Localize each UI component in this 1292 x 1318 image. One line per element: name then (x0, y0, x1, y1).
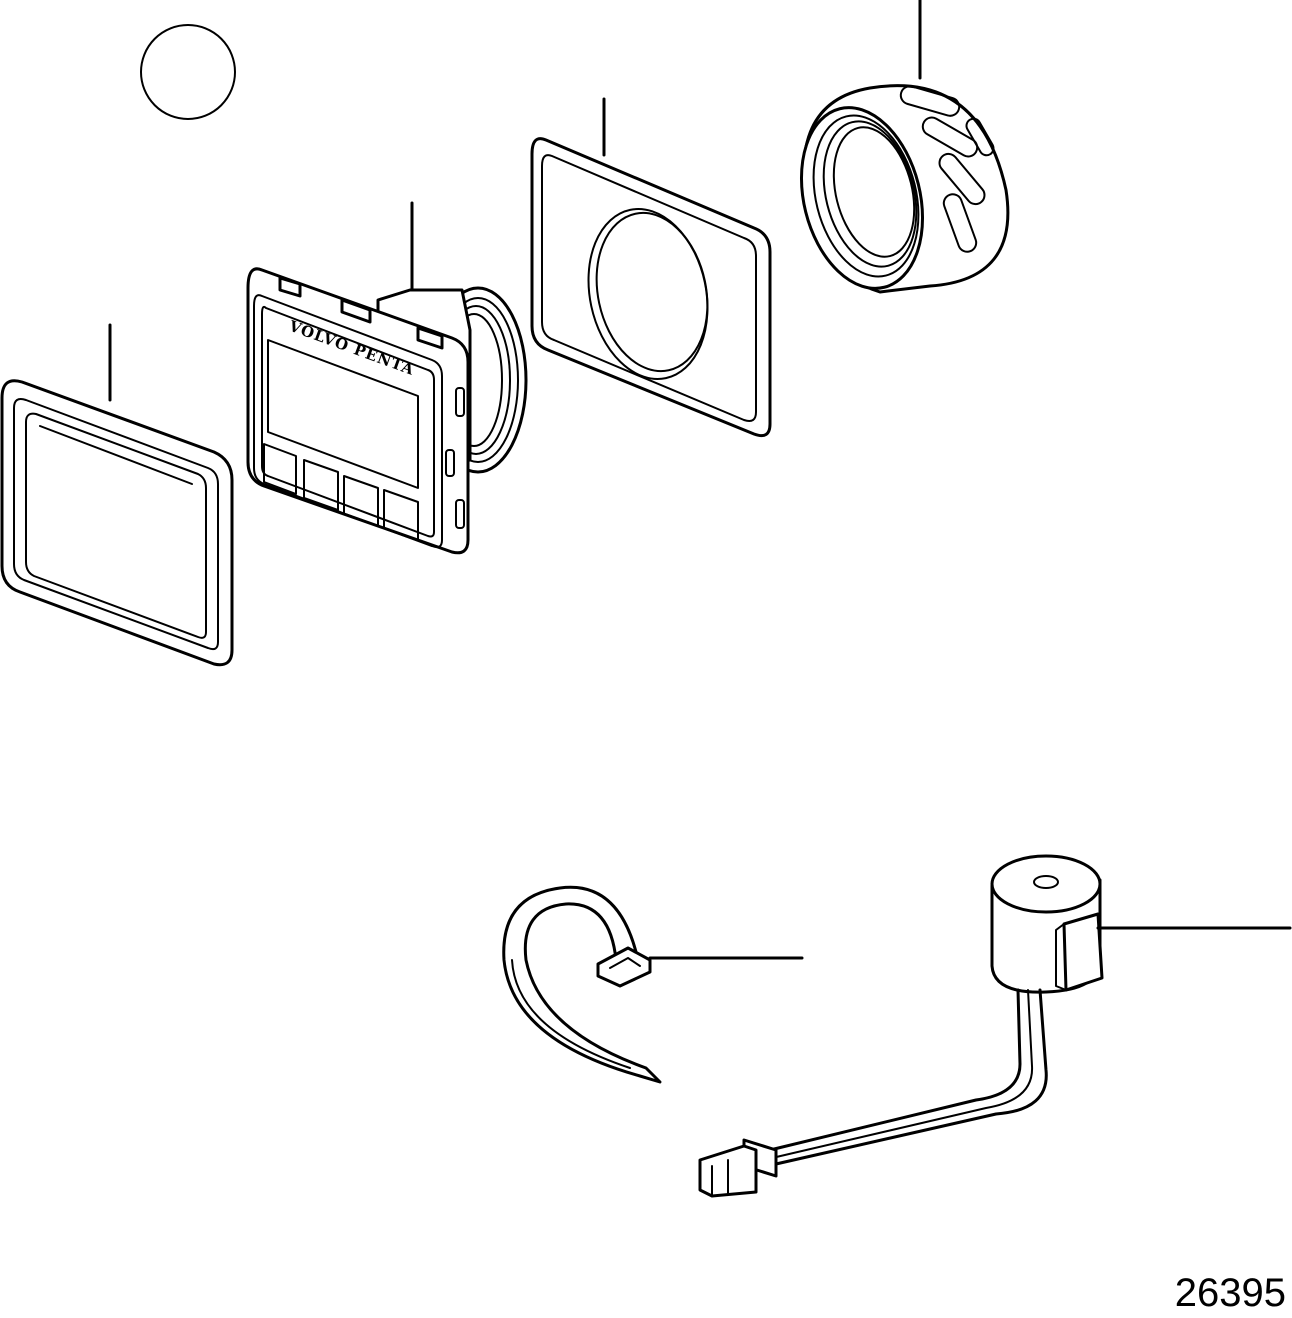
display-screen (267, 339, 419, 489)
panel-gasket (530, 97, 772, 438)
buzzer-lead (768, 988, 1048, 1166)
housing-tabs (278, 276, 465, 529)
reference-circle (140, 24, 236, 120)
front-bezel-frame (0, 323, 234, 667)
buzzer (698, 854, 1292, 1198)
figure-number: 26395 (1174, 1271, 1286, 1315)
mounting-nut (799, 0, 1010, 294)
nut-grip-ridges (899, 85, 995, 253)
cable-tie (502, 885, 804, 1084)
button-row (263, 443, 419, 541)
lead-connector (698, 1138, 778, 1198)
display-unit: VOLVO PENTA (246, 201, 528, 555)
